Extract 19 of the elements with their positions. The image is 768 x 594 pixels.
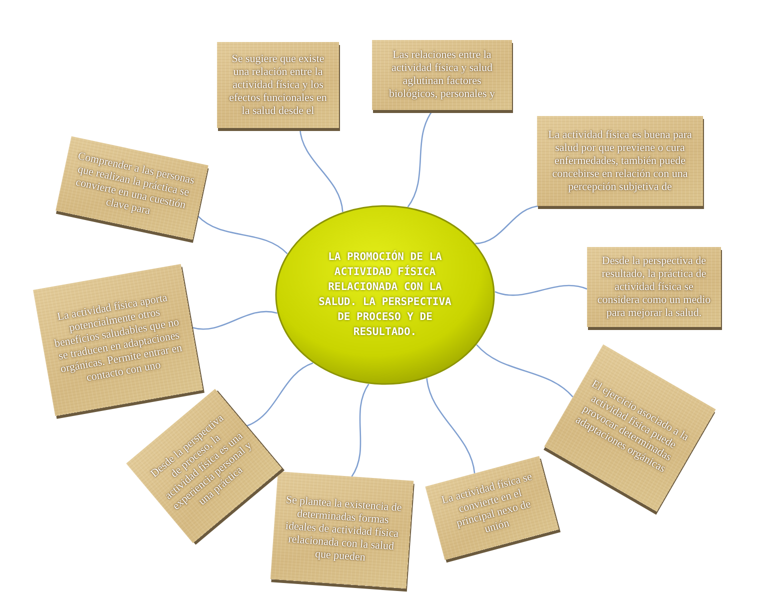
- curved-connector: [246, 362, 314, 427]
- curved-connector: [494, 284, 588, 296]
- curved-connector: [351, 384, 370, 477]
- note-card: [217, 42, 339, 128]
- note-text: Las relaciones entre la actividad física y salud aglutinan factores biológicos, personales y: [388, 49, 496, 101]
- note-card: [587, 247, 721, 327]
- note-text: La actividad física es buena para salud por que previene o cura enfermedades, también puede concebirse en relación con una percepción subjetiva de: [547, 128, 693, 194]
- note-card: [537, 116, 703, 206]
- central-title: LA PROMOCIÓN DE LA ACTIVIDAD FÍSICA RELACIONADA CON LA SALUD. LA PERSPECTIVA DE PROCESO Y DE RESULTADO.: [318, 250, 452, 340]
- note-text: Se plantea la existencia de determinadas formas ideales de actividad física relacionada con la salud que pueden: [284, 493, 404, 566]
- note-text: Desde la perspectiva de resultado, la práctica de actividad física se considera como un medio para mejorar la salud.: [596, 254, 712, 320]
- curved-connector: [476, 344, 574, 398]
- note-text: Comprender a las personas que realizan la práctica se convierte en una cuestión clave para: [74, 149, 197, 220]
- note-card: [372, 40, 512, 110]
- note-card: [270, 471, 414, 589]
- curved-connector: [197, 215, 288, 254]
- curved-connector: [426, 378, 476, 474]
- note-text: Se sugiere que existe una relación entre la actividad física y los efectos funcionales en la salud desde el: [228, 52, 328, 118]
- curved-connector: [192, 311, 278, 330]
